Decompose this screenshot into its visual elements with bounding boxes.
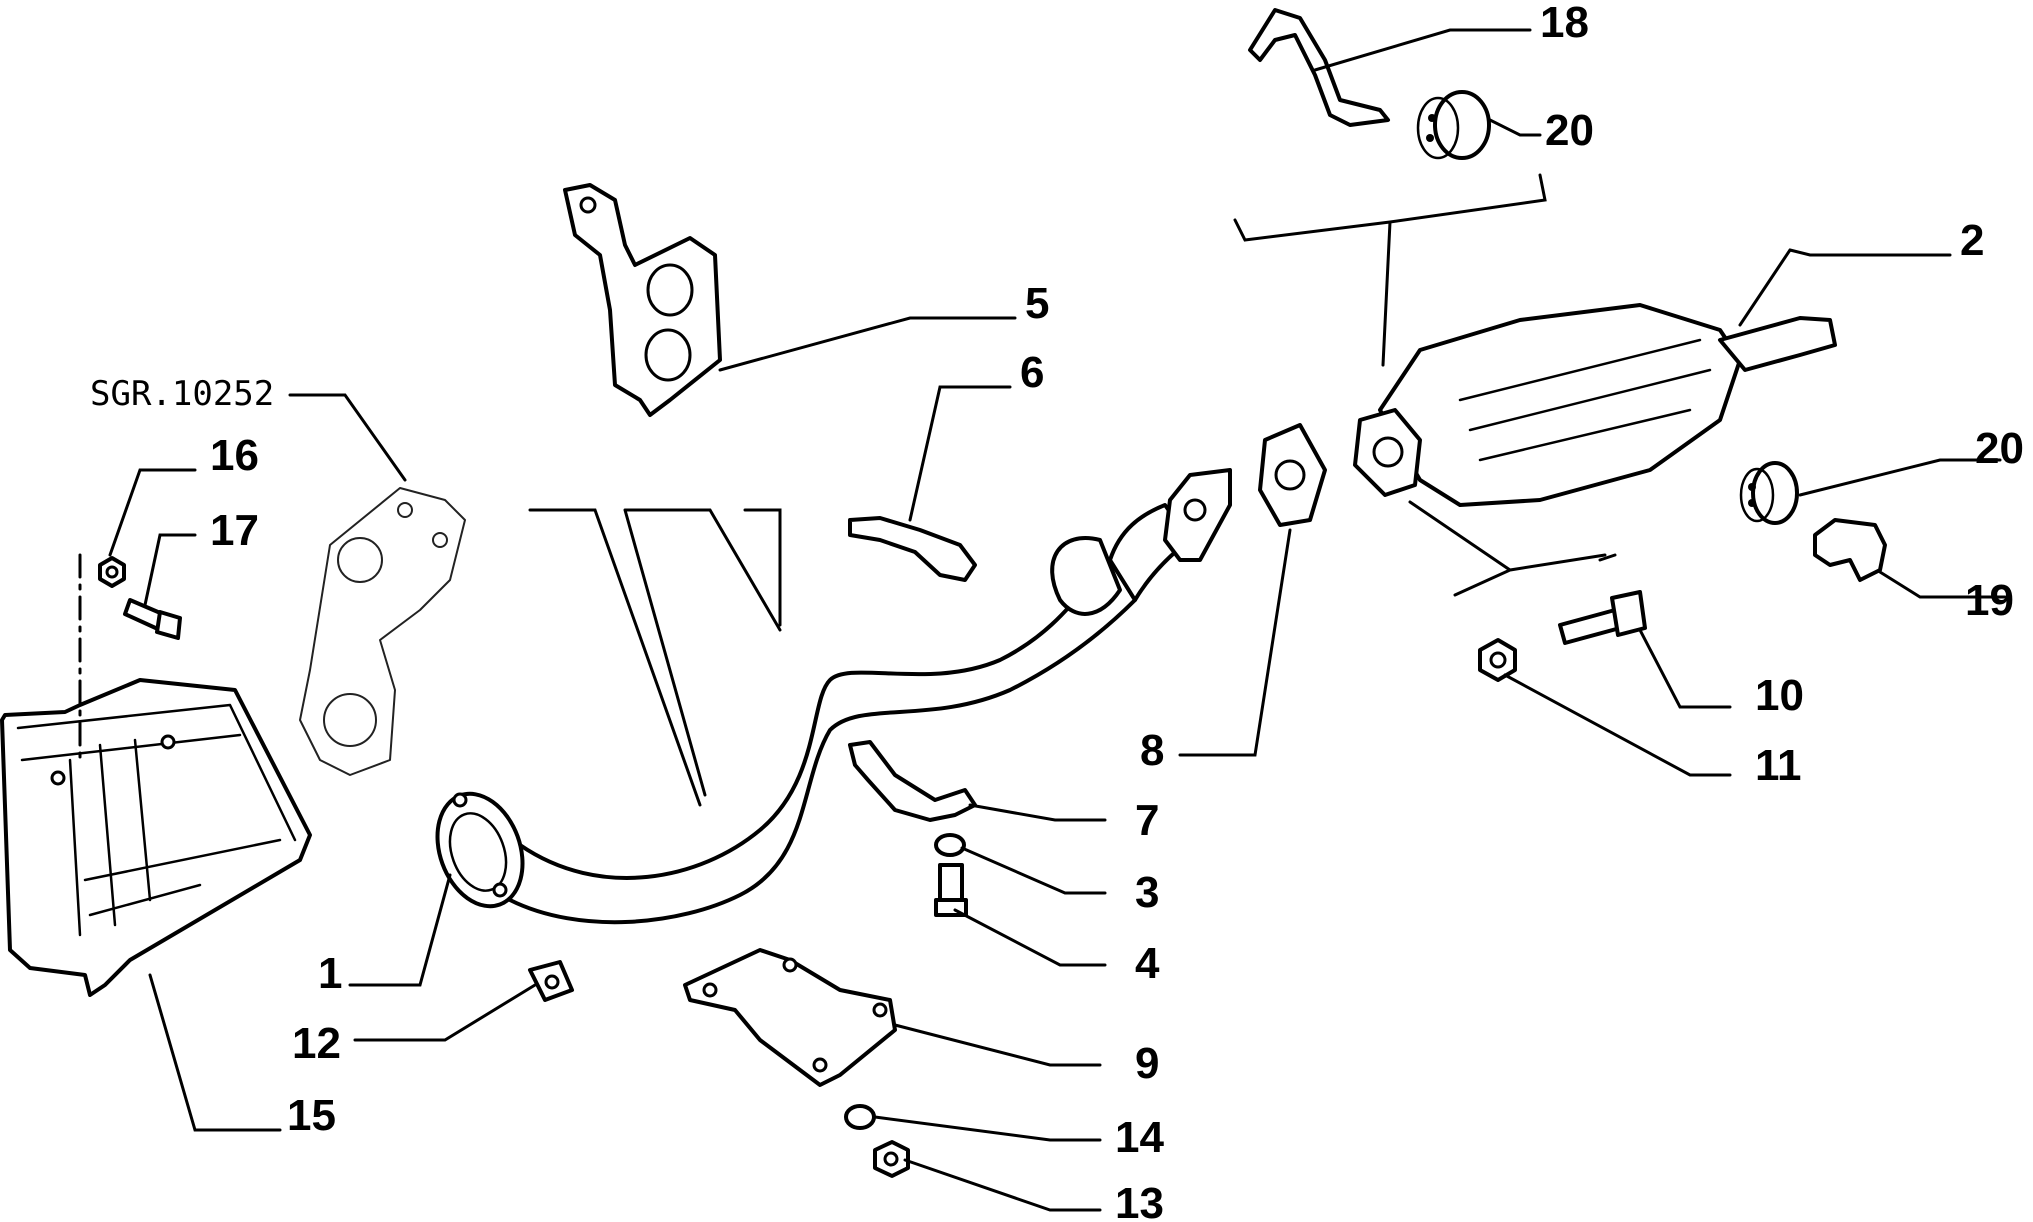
callout-20-right: 20 bbox=[1975, 424, 2024, 473]
callout-12: 12 bbox=[292, 1019, 341, 1068]
callout-1: 1 bbox=[318, 949, 342, 998]
callout-8: 8 bbox=[1140, 726, 1164, 775]
bracket-part-19 bbox=[1813, 518, 1887, 582]
callout-9: 9 bbox=[1135, 1039, 1159, 1088]
rubber-mount-part-20-right bbox=[1739, 461, 1799, 525]
callout-10: 10 bbox=[1755, 671, 1804, 720]
callout-16: 16 bbox=[210, 431, 259, 480]
callout-3: 3 bbox=[1135, 868, 1159, 917]
callout-14: 14 bbox=[1115, 1113, 1164, 1162]
washer-part-3 bbox=[934, 833, 966, 857]
leader-lines bbox=[78, 28, 2007, 1212]
washer-part-14 bbox=[844, 1104, 876, 1130]
callout-2: 2 bbox=[1960, 216, 1984, 265]
bracket-part-5 bbox=[563, 183, 722, 417]
callout-13: 13 bbox=[1115, 1179, 1164, 1222]
bolt-part-4 bbox=[934, 863, 968, 917]
callout-18: 18 bbox=[1540, 0, 1589, 47]
callout-19: 19 bbox=[1965, 576, 2014, 625]
bolt-part-10 bbox=[1558, 590, 1647, 645]
nut-part-13 bbox=[873, 1140, 910, 1178]
bolt-part-17 bbox=[123, 598, 182, 640]
nut-part-11 bbox=[1478, 638, 1517, 682]
gasket-part-8 bbox=[1258, 423, 1327, 527]
callout-5: 5 bbox=[1025, 279, 1049, 328]
rubber-mount-part-20-upper bbox=[1416, 90, 1491, 160]
clamp-part-7 bbox=[848, 740, 977, 822]
heat-shield-part-15 bbox=[0, 678, 312, 997]
callout-4: 4 bbox=[1135, 939, 1160, 988]
callout-labels: SGR.10252 18 20 2 5 6 16 17 20 19 8 10 1… bbox=[90, 0, 2024, 1222]
callout-7: 7 bbox=[1135, 796, 1159, 845]
clamp-part-6 bbox=[848, 516, 977, 582]
callout-20-upper: 20 bbox=[1545, 106, 1594, 155]
nut-part-16 bbox=[98, 556, 126, 588]
front-exhaust-pipe-part-1 bbox=[435, 468, 1232, 925]
callout-17: 17 bbox=[210, 506, 259, 555]
exhaust-manifold-reference bbox=[299, 487, 466, 776]
callout-11: 11 bbox=[1755, 741, 1802, 790]
nut-part-12 bbox=[528, 960, 574, 1002]
callout-6: 6 bbox=[1020, 348, 1044, 397]
mounting-plate-part-9 bbox=[683, 948, 897, 1087]
catalytic-converter-part-2 bbox=[1353, 303, 1837, 507]
callout-15: 15 bbox=[287, 1091, 336, 1140]
reference-code-label: SGR.10252 bbox=[90, 374, 274, 414]
